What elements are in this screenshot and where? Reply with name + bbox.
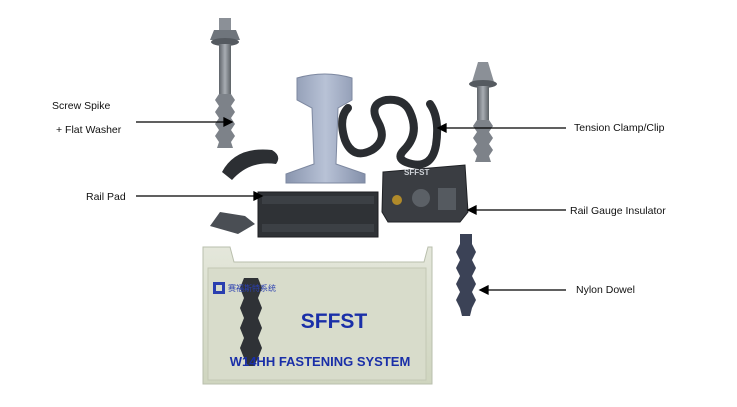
box-title: SFFST [300, 310, 368, 333]
label-screw-spike: Screw Spike [52, 100, 111, 112]
label-nylon-dowel: Nylon Dowel [576, 284, 635, 296]
rail [285, 73, 366, 184]
leader-lines [136, 116, 566, 296]
insulator-mark: SFFST [404, 168, 430, 177]
company-logo [213, 282, 225, 294]
label-flat-washer: + Flat Washer [56, 124, 122, 136]
screw-spike-right [469, 62, 497, 162]
flat-washer [222, 149, 279, 180]
rail-gauge-insulator [381, 164, 469, 223]
screw-spike-left [210, 18, 240, 148]
tension-clamp [338, 95, 442, 169]
embedded-dowel [240, 278, 262, 366]
label-tension-clamp: Tension Clamp/Clip [574, 122, 665, 134]
rail-pad [257, 191, 379, 238]
logo-text: 赛福斯特系统 [228, 284, 276, 293]
label-rail-pad: Rail Pad [86, 191, 126, 203]
angled-insulator [210, 212, 255, 234]
nylon-dowel [456, 234, 476, 316]
box-subtitle: W14HH FASTENING SYSTEM [229, 354, 411, 369]
label-rail-gauge-insulator: Rail Gauge Insulator [570, 205, 666, 217]
